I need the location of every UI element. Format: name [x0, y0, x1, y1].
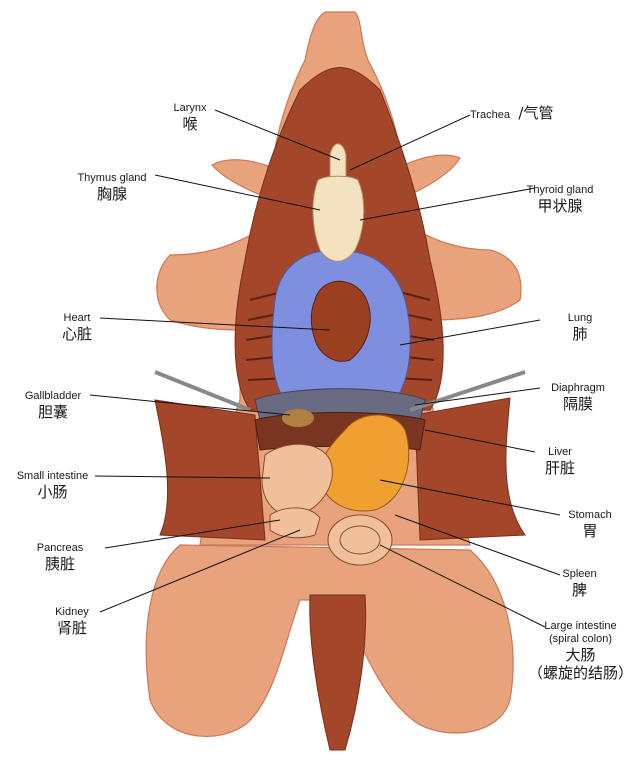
label-pancreas: Pancreas 胰脏 — [30, 542, 90, 573]
label-stomach: Stomach 胃 — [555, 509, 625, 540]
large-intestine-zh2: （螺旋的结肠） — [528, 664, 634, 682]
label-larynx: Larynx 喉 — [160, 102, 220, 133]
large-intestine-organ — [327, 514, 393, 566]
pancreas-zh: 胰脏 — [44, 555, 75, 573]
spiral-inner — [339, 525, 381, 555]
umbilical-cord — [309, 594, 367, 751]
thyroid-zh: 甲状腺 — [537, 197, 583, 215]
stomach-zh: 胃 — [582, 522, 598, 540]
diaphragm-zh: 隔膜 — [562, 395, 593, 413]
large-intestine-en2: (spiral colon) — [549, 633, 612, 645]
large-intestine-en: Large intestine — [544, 620, 617, 632]
gallbladder-en: Gallbladder — [24, 390, 82, 402]
small-intestine-en: Small intestine — [16, 470, 89, 482]
left-belly-flap — [154, 399, 266, 541]
label-large-intestine: Large intestine (spiral colon) 大肠 （螺旋的结肠… — [528, 620, 633, 682]
label-diaphragm: Diaphragm 隔膜 — [538, 382, 618, 413]
small-intestine-organ — [261, 443, 333, 517]
label-liver: Liver 肝脏 — [530, 446, 590, 477]
label-kidney: Kidney 肾脏 — [42, 606, 102, 637]
stomach-en: Stomach — [568, 509, 612, 521]
label-trachea: Trachea /气管 — [470, 104, 553, 123]
lung-en: Lung — [567, 312, 593, 324]
heart-organ — [310, 280, 371, 362]
label-lung: Lung 肺 — [555, 312, 605, 343]
heart-zh: 心脏 — [61, 325, 92, 343]
label-small-intestine: Small intestine 小肠 — [5, 470, 100, 501]
large-intestine-zh: 大肠 — [565, 646, 596, 664]
label-gallbladder: Gallbladder 胆囊 — [18, 390, 88, 421]
gallbladder-zh: 胆囊 — [37, 403, 68, 421]
larynx-en: Larynx — [173, 102, 207, 114]
kidney-zh: 肾脏 — [56, 619, 87, 637]
right-forceps — [409, 370, 526, 412]
thyroid-en: Thyroid gland — [526, 184, 594, 196]
label-spleen: Spleen 脾 — [552, 568, 607, 599]
heart-en: Heart — [63, 312, 91, 324]
gallbladder-organ — [282, 409, 314, 427]
spleen-zh: 脾 — [571, 581, 587, 599]
leader-lines — [89, 109, 561, 628]
left-forceps — [154, 370, 251, 412]
lung-zh: 肺 — [572, 325, 588, 343]
thymus-zh: 胸腺 — [96, 185, 127, 203]
trachea-en: Trachea — [470, 109, 510, 121]
kidney-en: Kidney — [55, 606, 89, 618]
label-heart: Heart 心脏 — [52, 312, 102, 343]
trachea-zh: /气管 — [518, 104, 554, 122]
diaphragm-en: Diaphragm — [551, 382, 605, 394]
pancreas-organ — [269, 507, 321, 539]
label-thyroid: Thyroid gland 甲状腺 — [510, 184, 610, 215]
thymus-en: Thymus gland — [77, 172, 147, 184]
thymus-organ — [312, 175, 365, 262]
spleen-en: Spleen — [562, 568, 597, 580]
small-intestine-zh: 小肠 — [37, 483, 68, 501]
liver-en: Liver — [548, 446, 572, 458]
label-thymus: Thymus gland 胸腺 — [62, 172, 162, 203]
pancreas-en: Pancreas — [36, 542, 84, 554]
right-belly-flap — [414, 397, 526, 541]
larynx-zh: 喉 — [182, 115, 198, 133]
liver-zh: 肝脏 — [544, 459, 575, 477]
